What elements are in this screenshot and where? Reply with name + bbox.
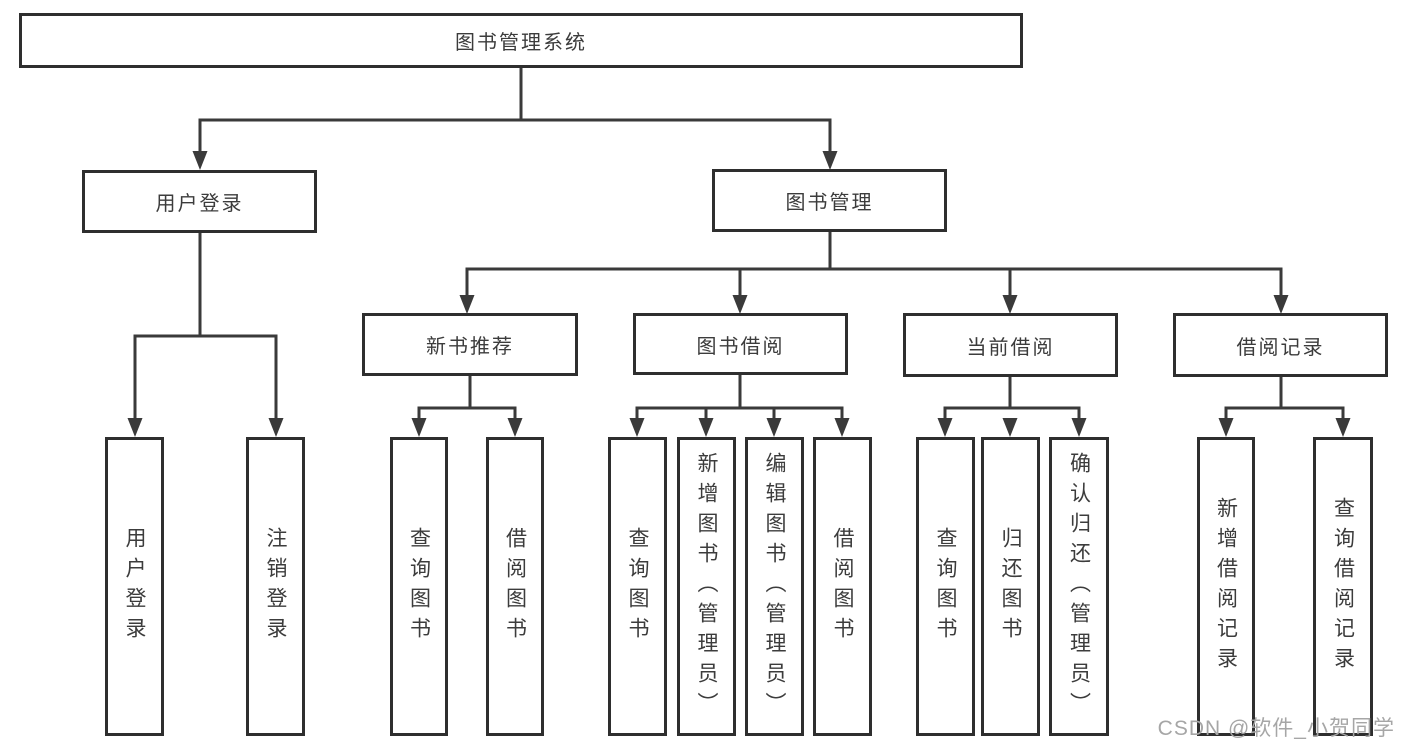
leaf-borrow-borrow-book-label: 借阅图书 <box>831 526 854 647</box>
node-new-book-recommend: 新书推荐 <box>362 313 578 376</box>
leaf-borrow-borrow-book: 借阅图书 <box>813 437 872 736</box>
node-book-management: 图书管理 <box>712 169 947 232</box>
leaf-current-query-book: 查询图书 <box>916 437 975 736</box>
leaf-newbook-borrow-book: 借阅图书 <box>486 437 544 736</box>
watermark: CSDN @软件_小贺同学 <box>1157 717 1395 740</box>
node-book-borrowing: 图书借阅 <box>633 313 848 375</box>
leaf-record-query-record-label: 查询借阅记录 <box>1331 496 1355 677</box>
node-root: 图书管理系统 <box>19 13 1023 68</box>
arrowhead-icons <box>127 151 1351 437</box>
leaf-newbook-borrow-book-label: 借阅图书 <box>503 526 527 647</box>
leaf-record-add-record-label: 新增借阅记录 <box>1214 496 1238 677</box>
leaf-user-login-label: 用户登录 <box>123 526 146 647</box>
leaf-newbook-query-book-label: 查询图书 <box>407 526 431 647</box>
leaf-user-login: 用户登录 <box>105 437 164 736</box>
leaf-current-confirm-return-admin-label: 确认归还（管理员） <box>1067 451 1091 722</box>
leaf-newbook-query-book: 查询图书 <box>390 437 448 736</box>
leaf-borrow-query-book-label: 查询图书 <box>626 526 649 647</box>
leaf-record-query-record: 查询借阅记录 <box>1313 437 1373 736</box>
leaf-current-return-book-label: 归还图书 <box>999 526 1022 647</box>
leaf-current-confirm-return-admin: 确认归还（管理员） <box>1049 437 1109 736</box>
leaf-logout-label: 注销登录 <box>264 526 287 647</box>
node-user-login: 用户登录 <box>82 170 317 233</box>
node-borrowing-records: 借阅记录 <box>1173 313 1388 377</box>
leaf-logout: 注销登录 <box>246 437 305 736</box>
leaf-borrow-edit-book-admin: 编辑图书（管理员） <box>745 437 804 736</box>
leaf-record-add-record: 新增借阅记录 <box>1197 437 1255 736</box>
leaf-borrow-add-book-admin: 新增图书（管理员） <box>677 437 736 736</box>
leaf-current-return-book: 归还图书 <box>981 437 1040 736</box>
node-current-borrowing: 当前借阅 <box>903 313 1118 377</box>
leaf-current-query-book-label: 查询图书 <box>934 526 957 647</box>
leaf-borrow-edit-book-admin-label: 编辑图书（管理员） <box>763 451 786 722</box>
leaf-borrow-query-book: 查询图书 <box>608 437 667 736</box>
leaf-borrow-add-book-admin-label: 新增图书（管理员） <box>695 451 718 722</box>
